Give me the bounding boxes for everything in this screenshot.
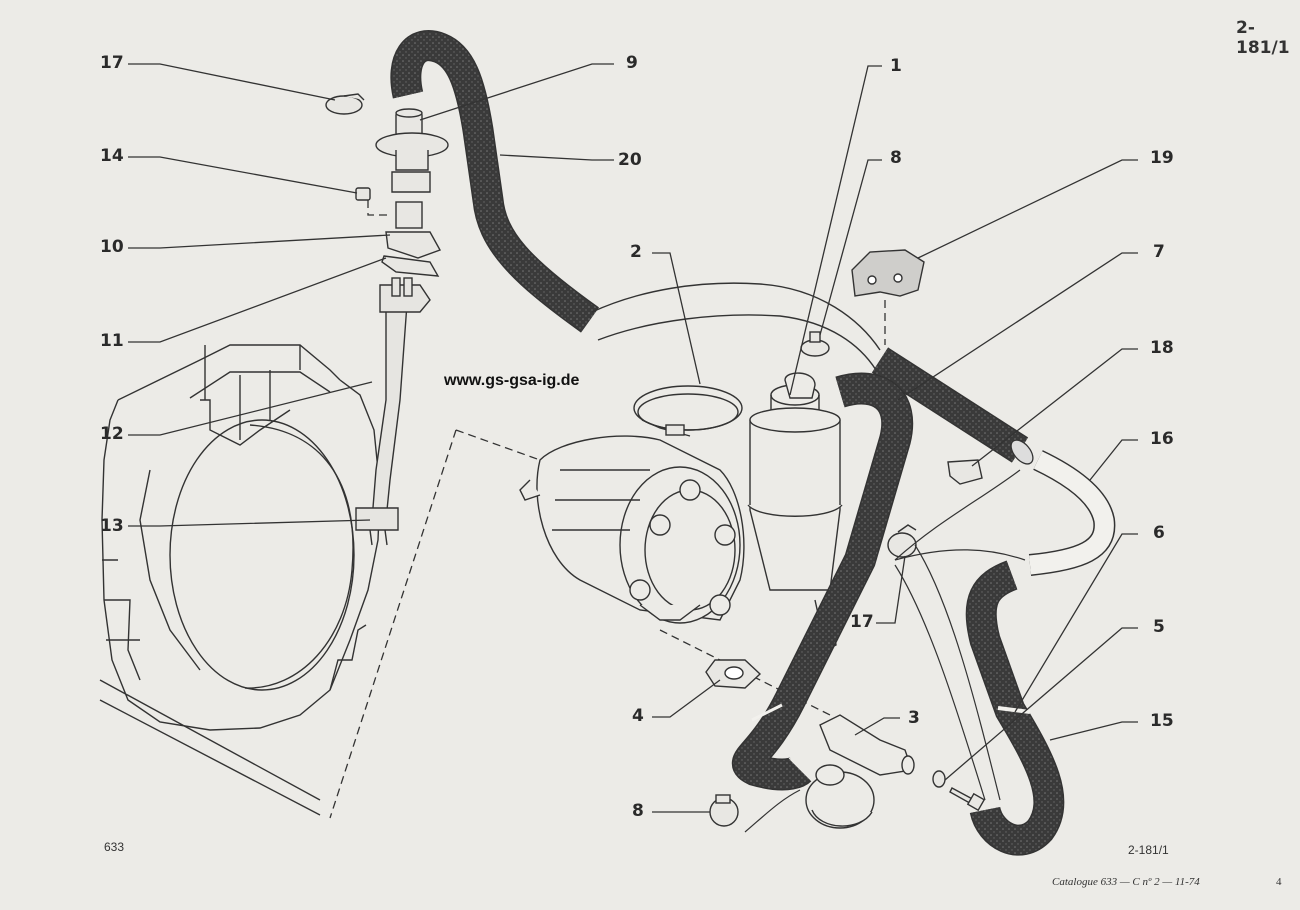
callout-16: 16 [1150, 429, 1174, 449]
upper-fitting [355, 108, 449, 277]
callout-2: 2 [630, 242, 642, 262]
callout-14: 14 [100, 146, 124, 166]
callout-4: 4 [632, 706, 644, 726]
callout-17-top: 17 [100, 53, 124, 73]
callout-1: 1 [890, 56, 902, 76]
callout-15: 15 [1150, 711, 1174, 731]
callout-18: 18 [1150, 338, 1174, 358]
leader-lines [128, 63, 1138, 813]
callout-5: 5 [1153, 617, 1165, 637]
sheet-reference-top: 2-181/1 [1236, 18, 1290, 58]
hose-clamp-8-bottom [709, 794, 739, 827]
compressor-unit [519, 435, 745, 624]
band-clamp-2 [633, 385, 743, 437]
hose-clamp-17-right [887, 524, 917, 558]
callout-19: 19 [1150, 148, 1174, 168]
callout-12: 12 [100, 424, 124, 444]
callout-9: 9 [626, 53, 638, 73]
watermark-url: www.gs-gsa-ig.de [444, 372, 580, 389]
callout-20: 20 [618, 150, 642, 170]
valve-3 [805, 714, 915, 829]
page-number: 4 [1276, 876, 1282, 888]
callout-7: 7 [1153, 242, 1165, 262]
hose-clamp-8-top [800, 331, 830, 357]
bracket-19 [851, 249, 925, 297]
callout-6: 6 [1153, 523, 1165, 543]
sheet-reference-bottom: 2-181/1 [1128, 843, 1169, 857]
washer-6 [932, 770, 946, 788]
callout-8-bottom: 8 [632, 801, 644, 821]
model-code: 633 [104, 840, 125, 854]
engine-housing [99, 344, 381, 816]
hose-clamp-top [325, 93, 365, 115]
callout-8-top: 8 [890, 148, 902, 168]
catalogue-line: Catalogue 633 — C nº 2 — 11-74 [1052, 876, 1200, 888]
callout-17-right: 17 [850, 612, 874, 632]
callout-11: 11 [100, 331, 124, 351]
callout-13: 13 [100, 516, 124, 536]
bolt-5 [949, 787, 986, 812]
callout-10: 10 [100, 237, 124, 257]
bracket-tube [355, 277, 431, 546]
callout-3: 3 [908, 708, 920, 728]
